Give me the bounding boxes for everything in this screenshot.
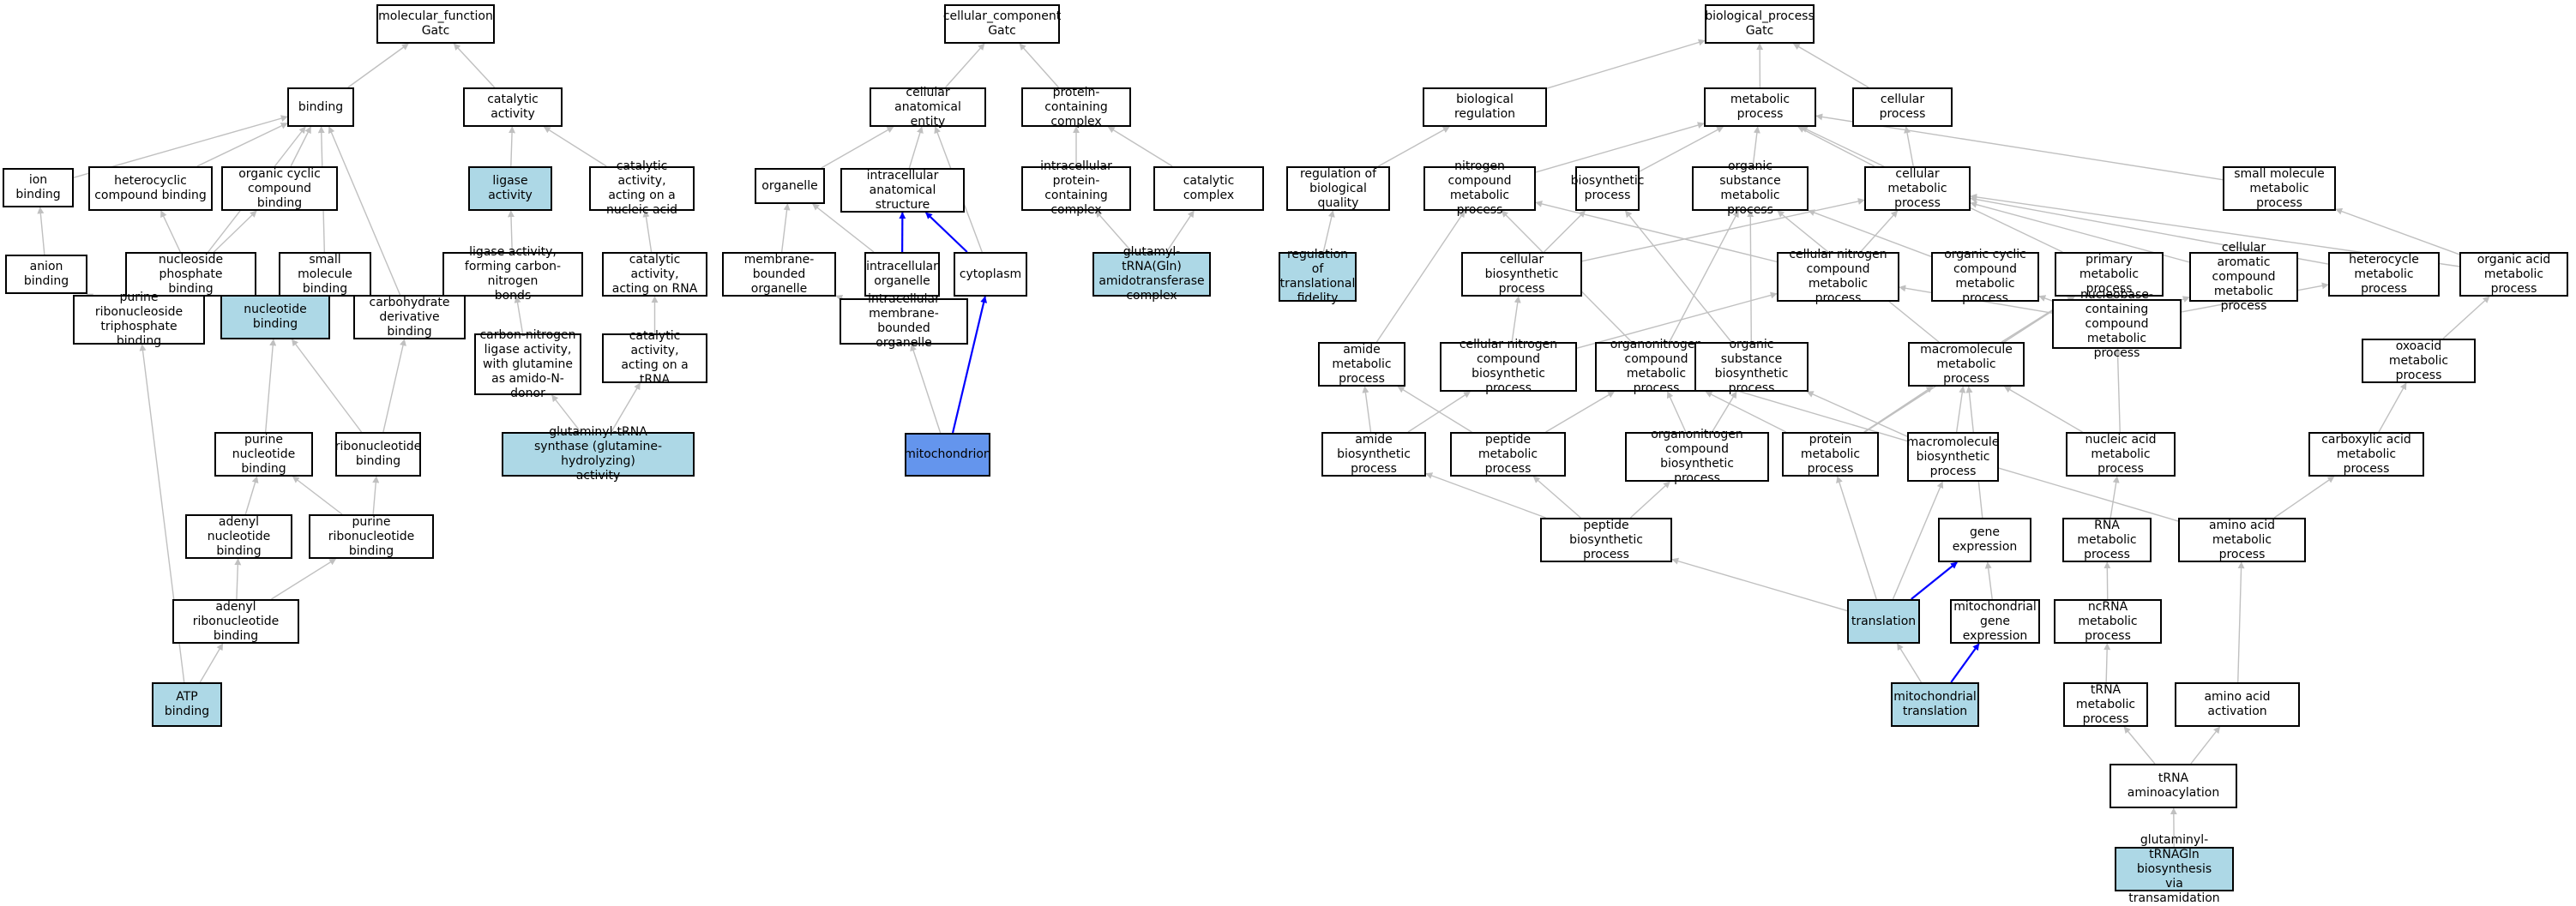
go-term-node-cnlig[interactable]: carbon-nitrogen ligase activity, with gl… [474,333,581,395]
go-term-node-cattrna[interactable]: catalytic activity, acting on a tRNA [602,333,707,383]
go-term-node-atpb[interactable]: ATP binding [152,682,222,727]
go-term-node-oxmp[interactable]: oxoacid metabolic process [2362,339,2476,383]
go-term-node-regbq[interactable]: regulation of biological quality [1286,166,1390,211]
go-term-node-ligase[interactable]: ligase activity [468,166,552,211]
go-term-node-catrna[interactable]: catalytic activity, acting on RNA [602,252,707,297]
go-term-node-binding[interactable]: binding [287,87,354,127]
go-term-node-orgcycb[interactable]: organic cyclic compound binding [221,166,338,211]
go-term-node-bioreg[interactable]: biological regulation [1423,87,1547,127]
go-term-node-osmp[interactable]: organic substance metabolic process [1692,166,1809,211]
go-term-node-camp[interactable]: carboxylic acid metabolic process [2308,432,2424,477]
go-term-node-mmp[interactable]: macromolecule metabolic process [1908,342,2025,387]
go-term-node-purnucb[interactable]: purine nucleotide binding [214,432,313,477]
go-term-node-aamp[interactable]: amino acid metabolic process [2178,518,2306,562]
go-term-node-gluamido[interactable]: glutamyl-tRNA(Gln) amidotransferase comp… [1092,252,1211,297]
go-term-node-ncrnamp[interactable]: ncRNA metabolic process [2054,599,2162,644]
go-term-node-cacmp[interactable]: cellular aromatic compound metabolic pro… [2189,252,2298,302]
go-term-node-mbo[interactable]: membrane-bounded organelle [722,252,836,297]
go-term-node-cae[interactable]: cellular anatomical entity [870,87,986,127]
go-term-node-pbp[interactable]: peptide biosynthetic process [1540,518,1672,562]
go-term-node-biosyn[interactable]: biosynthetic process [1575,166,1640,211]
go-term-node-catalytic[interactable]: catalytic activity [463,87,563,127]
go-term-node-smmp[interactable]: small molecule metabolic process [2223,166,2336,211]
go-term-node-ncmp[interactable]: nitrogen compound metabolic process [1423,166,1536,211]
go-term-node-cytoplasm[interactable]: cytoplasm [954,252,1027,297]
go-term-node-cncbp[interactable]: cellular nitrogen compound biosynthetic … [1440,342,1577,392]
go-term-node-nucb[interactable]: nucleotide binding [220,295,330,339]
go-term-node-protmp[interactable]: protein metabolic process [1782,432,1879,477]
go-term-node-cc[interactable]: cellular_component Gatc [944,4,1060,44]
go-term-node-trnaaa[interactable]: tRNA aminoacylation [2110,764,2237,808]
go-term-node-geneexp[interactable]: gene expression [1938,518,2031,562]
go-term-node-oncbp[interactable]: organonitrogen compound biosynthetic pro… [1625,432,1769,482]
go-term-node-cbp[interactable]: cellular biosynthetic process [1461,252,1582,297]
go-term-node-smallmolb[interactable]: small molecule binding [279,252,371,297]
go-term-node-io[interactable]: intracellular organelle [864,252,940,297]
go-term-node-cellproc[interactable]: cellular process [1852,87,1953,127]
go-term-node-amp[interactable]: amide metabolic process [1318,342,1405,387]
go-term-node-mito[interactable]: mitochondrion [905,433,990,477]
go-term-node-purrntpb[interactable]: purine ribonucleoside triphosphate bindi… [73,295,205,345]
go-term-node-anionb[interactable]: anion binding [5,255,87,294]
go-term-node-mbp[interactable]: macromolecule biosynthetic process [1907,432,1999,482]
go-term-node-ipcc[interactable]: intracellular protein-containing complex [1021,166,1131,211]
go-term-node-rnamp[interactable]: RNA metabolic process [2062,518,2152,562]
go-term-node-oamp[interactable]: organic acid metabolic process [2459,252,2568,297]
go-term-node-hmp[interactable]: heterocycle metabolic process [2328,252,2440,297]
go-term-node-pepmp[interactable]: peptide metabolic process [1450,432,1566,477]
go-term-node-namp[interactable]: nucleic acid metabolic process [2066,432,2176,477]
go-term-node-cmp[interactable]: cellular metabolic process [1864,166,1971,211]
go-term-node-pcc[interactable]: protein-containing complex [1021,87,1131,127]
go-term-node-imbo[interactable]: intracellular membrane-bounded organelle [840,298,968,345]
go-term-node-catcomplex[interactable]: catalytic complex [1153,166,1264,211]
go-term-node-mf[interactable]: molecular_function Gatc [376,4,495,44]
go-term-node-bp[interactable]: biological_process Gatc [1705,4,1815,44]
go-term-node-ionb[interactable]: ion binding [3,168,74,207]
go-term-node-carbob[interactable]: carbohydrate derivative binding [353,295,466,339]
go-term-node-nbcmp[interactable]: nucleobase-containing compound metabolic… [2052,299,2182,349]
go-term-node-aaact[interactable]: amino acid activation [2175,682,2300,727]
go-term-node-mitotrans[interactable]: mitochondrial translation [1891,682,1979,727]
go-term-node-organelle[interactable]: organelle [755,168,825,204]
go-term-node-mitoge[interactable]: mitochondrial gene expression [1950,599,2040,644]
go-term-node-purribob[interactable]: purine ribonucleotide binding [309,514,434,559]
go-term-node-adenucb[interactable]: adenyl nucleotide binding [185,514,292,559]
go-term-node-aderibob[interactable]: adenyl ribonucleotide binding [172,599,299,644]
go-term-node-ribonucb[interactable]: ribonucleotide binding [335,432,421,477]
go-term-node-glusynth[interactable]: glutaminyl-tRNA synthase (glutamine-hydr… [502,432,695,477]
go-term-node-trnamp[interactable]: tRNA metabolic process [2063,682,2148,727]
go-term-node-abp[interactable]: amide biosynthetic process [1321,432,1426,477]
go-term-node-osbp[interactable]: organic substance biosynthetic process [1694,342,1809,392]
go-term-node-metproc[interactable]: metabolic process [1704,87,1816,127]
go-term-node-hetcb[interactable]: heterocyclic compound binding [88,166,213,211]
go-term-node-regtf[interactable]: regulation of translational fidelity [1279,252,1357,302]
go-term-node-occmp[interactable]: organic cyclic compound metabolic proces… [1931,252,2039,302]
go-term-node-cncmp[interactable]: cellular nitrogen compound metabolic pro… [1777,252,1899,302]
go-term-node-glutrna[interactable]: glutaminyl-tRNAGln biosynthesis via tran… [2115,847,2234,891]
go-term-node-translation[interactable]: translation [1847,599,1920,644]
go-term-node-ias[interactable]: intracellular anatomical structure [840,168,965,213]
go-term-node-catna[interactable]: catalytic activity, acting on a nucleic … [589,166,695,211]
go-term-node-ligcn[interactable]: ligase activity, forming carbon-nitrogen… [442,252,583,297]
